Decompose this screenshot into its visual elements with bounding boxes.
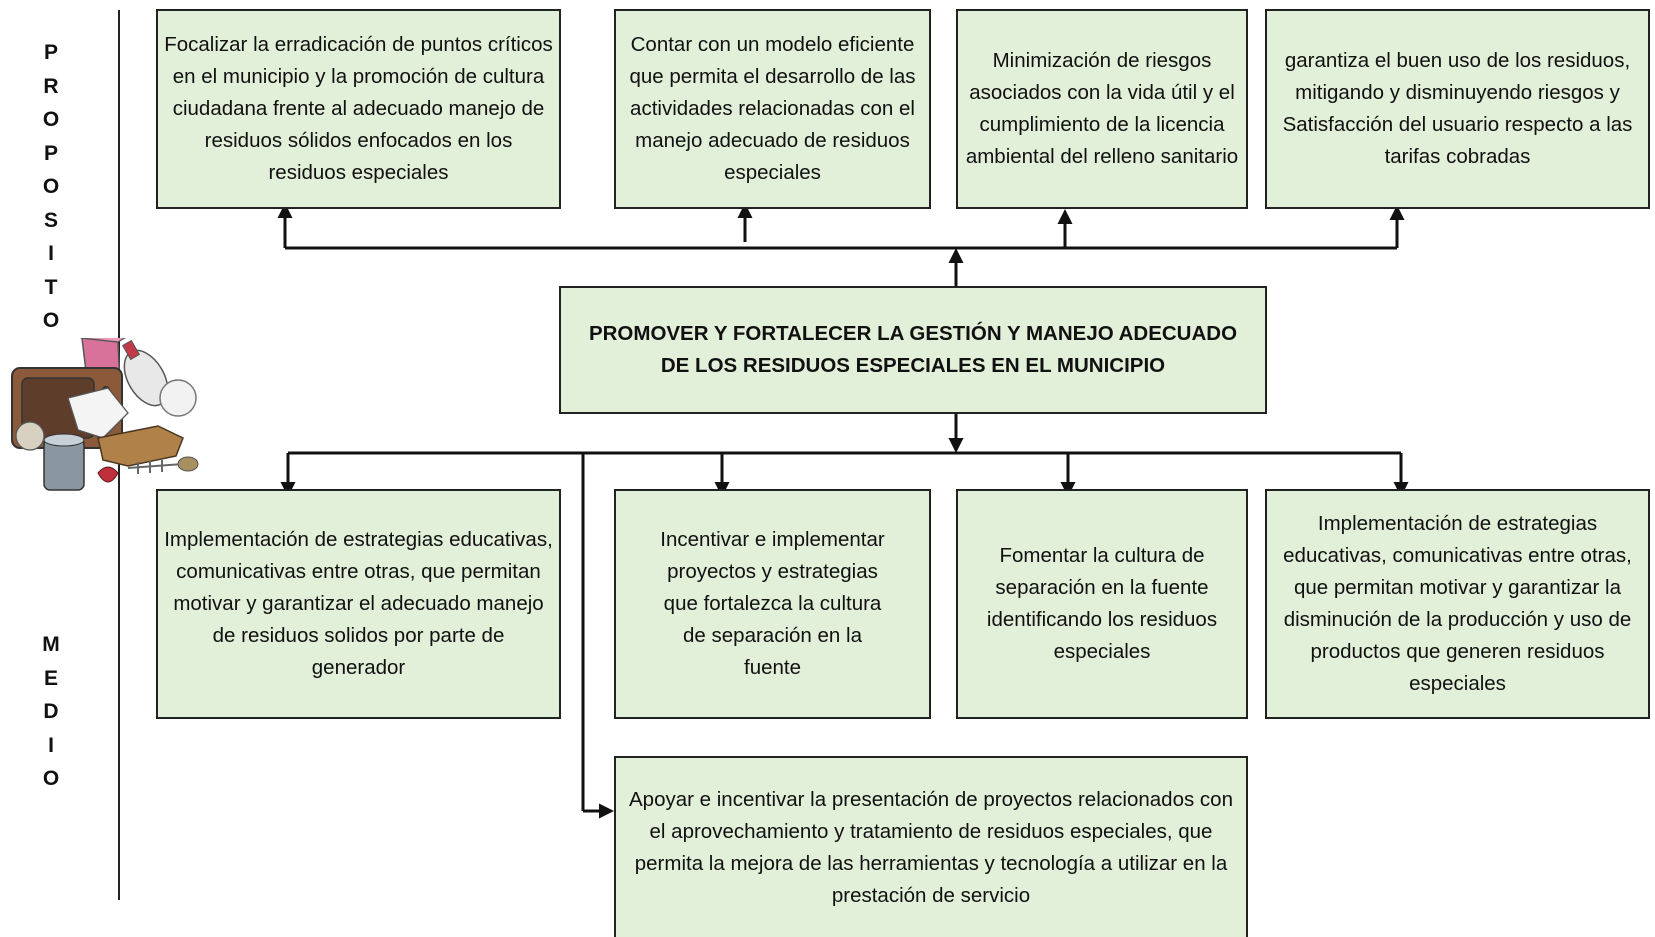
purpose-box-2: Contar con un modelo eficiente que permi…	[614, 9, 931, 209]
purpose-text-3: Minimización de riesgos asociados con la…	[965, 49, 1239, 168]
side-letter-proposito: P	[43, 41, 58, 64]
side-letter-proposito: O	[42, 175, 60, 198]
means-text-3: Fomentar la cultura de separación en la …	[986, 544, 1218, 663]
means-box-4: Implementación de estrategias educativas…	[1265, 489, 1650, 719]
side-letter-proposito: R	[43, 74, 59, 98]
means-box-5: Apoyar e incentivar la presentación de p…	[614, 756, 1248, 937]
side-letter-medio: I	[48, 733, 54, 757]
means-text-2: Incentivar e implementar proyectos y est…	[660, 528, 885, 679]
side-letter-proposito: I	[48, 242, 54, 265]
side-letter-medio: M	[42, 633, 60, 656]
side-letter-medio: O	[42, 767, 60, 790]
side-letter-medio: E	[43, 666, 58, 690]
means-text-5: Apoyar e incentivar la presentación de p…	[629, 787, 1233, 907]
means-box-2: Incentivar e implementar proyectos y est…	[614, 489, 931, 719]
central-objective-text: PROMOVER Y FORTALECER LA GESTIÓN Y MANEJ…	[588, 322, 1238, 377]
purpose-box-1: Focalizar la erradicación de puntos crít…	[156, 9, 561, 209]
side-letter-proposito: O	[42, 108, 60, 131]
purpose-text-4: garantiza el buen uso de los residuos, m…	[1282, 49, 1633, 168]
waste-pile-illustration	[11, 338, 199, 491]
side-letter-proposito: P	[43, 141, 58, 165]
side-letter-proposito: S	[43, 208, 58, 232]
central-objective-box: PROMOVER Y FORTALECER LA GESTIÓN Y MANEJ…	[559, 286, 1267, 414]
means-text-1: Implementación de estrategias educativas…	[164, 528, 553, 679]
purpose-text-1: Focalizar la erradicación de puntos crít…	[164, 33, 553, 184]
purpose-box-4: garantiza el buen uso de los residuos, m…	[1265, 9, 1650, 209]
purpose-box-3: Minimización de riesgos asociados con la…	[956, 9, 1248, 209]
means-text-4: Implementación de estrategias educativas…	[1283, 512, 1632, 695]
side-letter-medio: D	[43, 700, 59, 723]
side-letter-proposito: T	[44, 275, 58, 299]
means-box-1: Implementación de estrategias educativas…	[156, 489, 561, 719]
purpose-text-2: Contar con un modelo eficiente que permi…	[629, 33, 916, 184]
means-box-3: Fomentar la cultura de separación en la …	[956, 489, 1248, 719]
side-letter-proposito: O	[42, 309, 60, 332]
